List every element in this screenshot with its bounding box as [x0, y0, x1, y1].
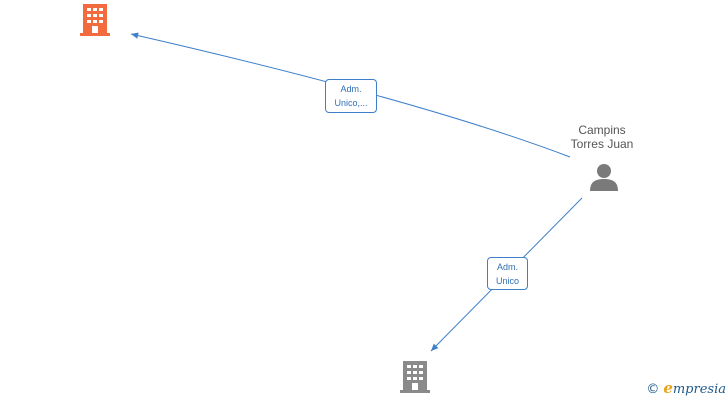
edge-line-1 [130, 32, 571, 158]
edge-label-1-line2: Unico,... [334, 98, 368, 108]
company-building-icon-1[interactable] [80, 4, 110, 36]
brand-initial: e [663, 379, 673, 397]
edge-label-1[interactable]: Adm. Unico,... [325, 79, 377, 113]
edge-label-2-line2: Unico [495, 276, 519, 286]
person-name-label: Campins Torres Juan [552, 123, 652, 151]
edge-label-2-line1: Adm. [496, 262, 518, 272]
brand-rest: mpresia [672, 382, 726, 397]
edge-label-1-line1: Adm. [340, 84, 362, 94]
person-name-line1: Campins [578, 123, 626, 137]
copyright-symbol: © [646, 382, 660, 397]
empresia-watermark: ©empresia [646, 379, 726, 397]
edge-label-2[interactable]: Adm. Unico [487, 257, 528, 290]
person-icon[interactable] [590, 164, 618, 191]
person-name-line2: Torres Juan [570, 137, 634, 151]
company-building-icon-2[interactable] [400, 361, 430, 393]
